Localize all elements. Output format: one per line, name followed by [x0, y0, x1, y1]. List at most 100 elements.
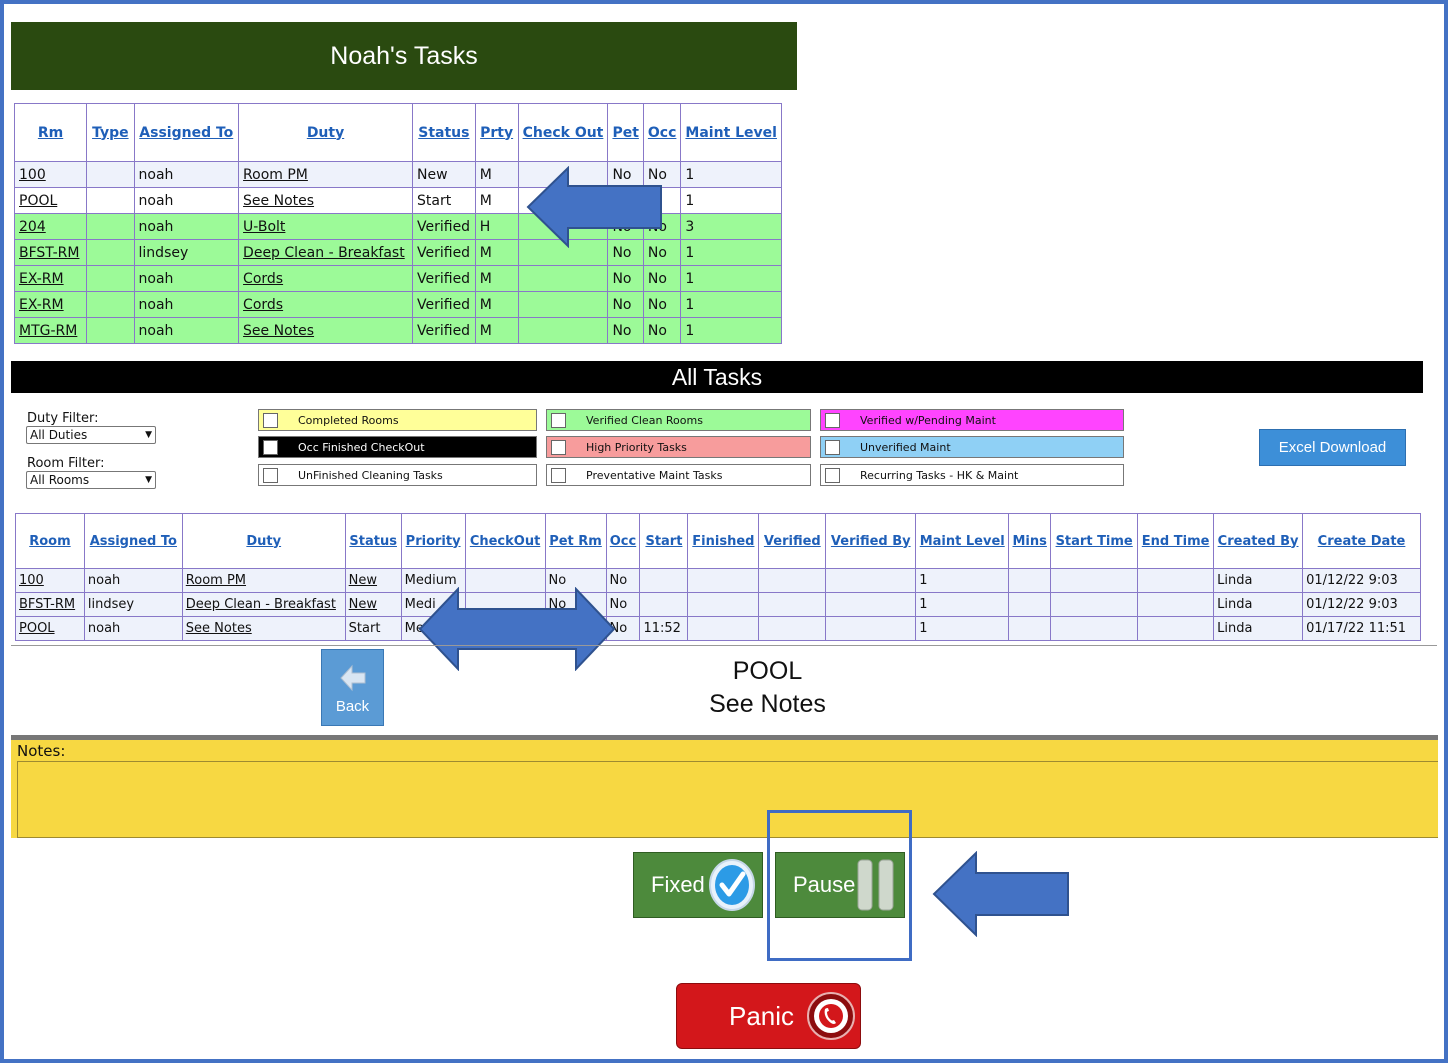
cell-prty: M: [474, 291, 519, 318]
divider: [11, 645, 1437, 646]
cell-end_time: [1137, 568, 1215, 593]
legend-checkbox[interactable]: [825, 412, 840, 428]
column-header[interactable]: Created By: [1213, 513, 1304, 569]
cell-duty[interactable]: U-Bolt: [238, 213, 413, 240]
chevron-down-icon: ▼: [145, 430, 152, 440]
cell-room[interactable]: BFST-RM: [15, 592, 85, 617]
column-header[interactable]: Occ: [605, 513, 641, 569]
cell-type: [86, 213, 135, 240]
cell-mins: [1008, 616, 1052, 641]
column-header[interactable]: Prty: [474, 103, 519, 162]
legend-item[interactable]: Completed Rooms: [258, 409, 537, 431]
cell-room[interactable]: POOL: [15, 616, 85, 641]
cell-assigned: lindsey: [83, 592, 183, 617]
legend-item[interactable]: Unverified Maint: [820, 436, 1124, 458]
legend-item[interactable]: Verified w/Pending Maint: [820, 409, 1124, 431]
legend-item[interactable]: Verified Clean Rooms: [546, 409, 811, 431]
cell-rm[interactable]: EX-RM: [13, 291, 88, 318]
legend-checkbox[interactable]: [263, 412, 278, 428]
column-header[interactable]: Assigned To: [83, 513, 183, 569]
fixed-button[interactable]: Fixed: [633, 852, 763, 918]
legend-checkbox[interactable]: [263, 439, 278, 455]
cell-duty[interactable]: Cords: [238, 265, 413, 292]
cell-duty[interactable]: See Notes: [238, 317, 413, 344]
cell-assigned: noah: [133, 291, 240, 318]
column-header[interactable]: Duty: [181, 513, 346, 569]
legend-checkbox[interactable]: [263, 467, 278, 483]
column-header[interactable]: Create Date: [1302, 513, 1421, 569]
legend-checkbox[interactable]: [551, 439, 566, 455]
cell-rm[interactable]: POOL: [13, 187, 88, 214]
cell-rm[interactable]: BFST-RM: [13, 239, 88, 266]
column-header[interactable]: Start: [639, 513, 689, 569]
cell-duty[interactable]: Room PM: [181, 568, 346, 593]
column-header[interactable]: Assigned To: [133, 103, 240, 162]
cell-duty[interactable]: Room PM: [238, 161, 413, 188]
cell-duty[interactable]: Deep Clean - Breakfast: [181, 592, 346, 617]
cell-duty[interactable]: See Notes: [181, 616, 346, 641]
column-header[interactable]: CheckOut: [464, 513, 546, 569]
cell-prty: H: [474, 213, 519, 240]
cell-rm[interactable]: EX-RM: [13, 265, 88, 292]
cell-start_time: [1050, 568, 1139, 593]
legend-item[interactable]: UnFinished Cleaning Tasks: [258, 464, 537, 486]
column-header[interactable]: Priority: [400, 513, 466, 569]
column-header[interactable]: Finished: [687, 513, 760, 569]
legend-item[interactable]: Preventative Maint Tasks: [546, 464, 811, 486]
panic-button[interactable]: Panic: [676, 983, 861, 1049]
column-header[interactable]: Occ: [642, 103, 682, 162]
cell-rm[interactable]: 100: [13, 161, 88, 188]
legend-item[interactable]: High Priority Tasks: [546, 436, 811, 458]
column-header[interactable]: Start Time: [1050, 513, 1139, 569]
cell-duty[interactable]: Deep Clean - Breakfast: [238, 239, 413, 266]
room-filter-select[interactable]: All Rooms▼: [26, 471, 156, 489]
column-header[interactable]: Verified: [758, 513, 827, 569]
column-header[interactable]: Type: [86, 103, 135, 162]
column-header[interactable]: Room: [15, 513, 85, 569]
column-header[interactable]: Status: [344, 513, 402, 569]
cell-prty: M: [474, 187, 519, 214]
cell-room[interactable]: 100: [15, 568, 85, 593]
cell-occ: No: [642, 239, 682, 266]
notes-textarea[interactable]: [17, 761, 1438, 838]
cell-duty[interactable]: See Notes: [238, 187, 413, 214]
column-header[interactable]: Pet: [607, 103, 644, 162]
cell-assigned: noah: [133, 213, 240, 240]
column-header[interactable]: Mins: [1008, 513, 1052, 569]
column-header[interactable]: Duty: [238, 103, 413, 162]
cell-prty: M: [474, 161, 519, 188]
column-header[interactable]: Check Out: [517, 103, 609, 162]
column-header[interactable]: End Time: [1137, 513, 1215, 569]
cell-status[interactable]: New: [344, 568, 402, 593]
column-header[interactable]: Verified By: [825, 513, 917, 569]
column-header[interactable]: Rm: [13, 103, 88, 162]
column-header[interactable]: Maint Level: [915, 513, 1010, 569]
task-detail-heading: POOL See Notes: [660, 655, 875, 721]
legend-checkbox[interactable]: [825, 467, 840, 483]
cell-status: Verified: [412, 213, 476, 240]
back-button[interactable]: Back: [321, 649, 384, 726]
cell-prty: M: [474, 239, 519, 266]
legend-checkbox[interactable]: [825, 439, 840, 455]
cell-duty[interactable]: Cords: [238, 291, 413, 318]
duty-filter-select[interactable]: All Duties▼: [26, 426, 156, 444]
cell-status[interactable]: New: [344, 592, 402, 617]
column-header[interactable]: Pet Rm: [544, 513, 607, 569]
legend-label: UnFinished Cleaning Tasks: [298, 468, 443, 482]
pause-button[interactable]: Pause: [775, 852, 905, 918]
legend-item[interactable]: Recurring Tasks - HK & Maint: [820, 464, 1124, 486]
cell-rm[interactable]: 204: [13, 213, 88, 240]
cell-rm[interactable]: MTG-RM: [13, 317, 88, 344]
legend-item[interactable]: Occ Finished CheckOut: [258, 436, 537, 458]
legend-checkbox[interactable]: [551, 467, 566, 483]
column-header[interactable]: Maint Level: [680, 103, 782, 162]
legend-checkbox[interactable]: [551, 412, 566, 428]
cell-start: 11:52: [639, 616, 689, 641]
cell-status: Verified: [412, 265, 476, 292]
task-room: POOL: [732, 657, 803, 685]
excel-download-button[interactable]: Excel Download: [1259, 429, 1406, 466]
column-header[interactable]: Status: [412, 103, 476, 162]
